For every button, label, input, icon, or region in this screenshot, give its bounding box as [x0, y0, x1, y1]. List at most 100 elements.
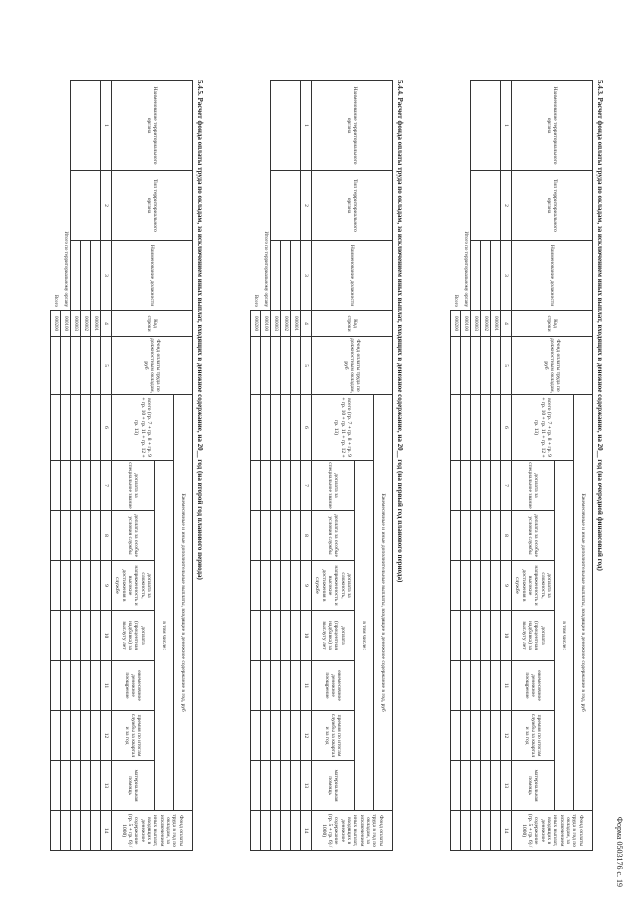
- column-number: 13: [100, 760, 112, 811]
- column-number: 3: [100, 240, 112, 311]
- col-results-bonus: премия по итогам службы за квартал и за …: [311, 710, 355, 761]
- column-number: 9: [300, 560, 312, 611]
- col-territorial-body: Наименование территориального органа: [111, 80, 193, 171]
- column-number: 5: [300, 336, 312, 395]
- column-number: 2: [100, 170, 112, 241]
- col-annual-payments: Ежемесячные и иные дополнительные выплат…: [573, 394, 593, 811]
- row-code: 000200: [50, 310, 61, 337]
- col-row-code: Код строки: [311, 310, 393, 337]
- column-number: 2: [300, 170, 312, 241]
- section-5-4-3: 5.4.3. Расчет фонда оплаты труда по окла…: [450, 80, 604, 851]
- col-total-fund: Фонд оплаты труда в год по окладам, за и…: [311, 810, 393, 851]
- row-code: 000200: [250, 310, 261, 337]
- row-code: 000001: [290, 310, 301, 337]
- row-code: 000100: [260, 310, 271, 337]
- row-code: 000200: [450, 310, 461, 337]
- col-complexity: доплата за сложность, напряженность и вы…: [311, 560, 355, 611]
- grand-total-label: Всего: [253, 294, 259, 307]
- total-label: Итого по территориальному органу: [263, 231, 269, 307]
- column-number: 11: [100, 660, 112, 711]
- column-number: 8: [500, 510, 512, 561]
- row-code: 000001: [90, 310, 101, 337]
- column-number: 7: [500, 460, 512, 511]
- column-number: 5: [100, 336, 112, 395]
- column-number: 6: [500, 394, 512, 461]
- col-in-that-number: в том числе:: [554, 460, 574, 811]
- col-special-rank: доплата за специальное звание: [311, 460, 355, 511]
- column-number: 6: [300, 394, 312, 461]
- col-total: всего (гр. 7 + гр. 8 + гр. 9 + гр. 10 + …: [111, 394, 174, 461]
- section-title: 5.4.3. Расчет фонда оплаты труда по окла…: [596, 80, 604, 571]
- salary-table: Наименование территориального органа Тип…: [450, 80, 593, 851]
- col-special-conditions: доплата за особые условия службы: [511, 510, 555, 561]
- column-number: 4: [100, 310, 112, 337]
- col-salary-fund: Фонд оплаты труда по должностным окладам…: [111, 336, 193, 395]
- salary-table: Наименование территориального органа Тип…: [250, 80, 393, 851]
- form-label: Форма 0503176 с. 19: [615, 816, 624, 887]
- col-body-type: Тип территориального органа: [111, 170, 193, 241]
- col-position: Наименование должности: [111, 240, 193, 311]
- col-seniority: доплата (процентная надбавка) за выслугу…: [111, 610, 155, 661]
- column-number: 12: [100, 710, 112, 761]
- grand-total-row: Всего 000200: [250, 81, 261, 851]
- col-body-type: Тип территориального органа: [311, 170, 393, 241]
- row-code: 000100: [460, 310, 471, 337]
- col-total-fund: Фонд оплаты труда в год по окладам, за и…: [111, 810, 193, 851]
- column-number: 12: [300, 710, 312, 761]
- row-code: 000100: [60, 310, 71, 337]
- column-number: 14: [500, 810, 512, 851]
- col-monthly-bonus: ежемесячное денежное поощрение: [311, 660, 355, 711]
- column-number: 14: [100, 810, 112, 851]
- column-number: 7: [100, 460, 112, 511]
- row-code: 000003: [270, 310, 281, 337]
- total-row: Итого по территориальному органу 000100: [260, 81, 271, 851]
- col-seniority: доплата (процентная надбавка) за выслугу…: [511, 610, 555, 661]
- section-5-4-5: 5.4.5. Расчет фонда оплаты труда по окла…: [50, 80, 204, 851]
- col-special-conditions: доплата за особые условия службы: [311, 510, 355, 561]
- row-code: 000003: [70, 310, 81, 337]
- col-results-bonus: премия по итогам службы за квартал и за …: [511, 710, 555, 761]
- column-number: 5: [500, 336, 512, 395]
- col-special-conditions: доплата за особые условия службы: [111, 510, 155, 561]
- column-number: 8: [100, 510, 112, 561]
- column-number: 10: [500, 610, 512, 661]
- column-number: 9: [500, 560, 512, 611]
- grand-total-label: Всего: [53, 294, 59, 307]
- column-number: 10: [100, 610, 112, 661]
- total-row: Итого по территориальному органу 000100: [460, 81, 471, 851]
- col-special-rank: доплата за специальное звание: [111, 460, 155, 511]
- total-row: Итого по территориальному органу 000100: [60, 81, 71, 851]
- column-number: 7: [300, 460, 312, 511]
- col-monthly-bonus: ежемесячное денежное поощрение: [111, 660, 155, 711]
- table-row: 000001: [270, 80, 301, 851]
- col-position: Наименование должности: [511, 240, 593, 311]
- col-complexity: доплата за сложность, напряженность и вы…: [111, 560, 155, 611]
- column-number: 8: [300, 510, 312, 561]
- grand-total-row: Всего 000200: [50, 81, 61, 851]
- col-salary-fund: Фонд оплаты труда по должностным окладам…: [311, 336, 393, 395]
- column-number: 4: [300, 310, 312, 337]
- col-monthly-bonus: ежемесячное денежное поощрение: [511, 660, 555, 711]
- column-number: 6: [100, 394, 112, 461]
- col-in-that-number: в том числе:: [154, 460, 174, 811]
- col-territorial-body: Наименование территориального органа: [511, 80, 593, 171]
- col-body-type: Тип территориального органа: [511, 170, 593, 241]
- column-number: 3: [500, 240, 512, 311]
- column-number: 10: [300, 610, 312, 661]
- column-number: 4: [500, 310, 512, 337]
- table-row: 000001: [70, 80, 101, 851]
- column-number: 13: [300, 760, 312, 811]
- column-number: 2: [500, 170, 512, 241]
- col-in-that-number: в том числе:: [354, 460, 374, 811]
- column-number: 12: [500, 710, 512, 761]
- total-label: Итого по территориальному органу: [63, 231, 69, 307]
- column-number: 1: [100, 80, 112, 171]
- column-number: 13: [500, 760, 512, 811]
- col-annual-payments: Ежемесячные и иные дополнительные выплат…: [173, 394, 193, 811]
- column-number: 11: [300, 660, 312, 711]
- col-material-aid: материальная помощь: [311, 760, 355, 811]
- col-special-rank: доплата за специальное звание: [511, 460, 555, 511]
- column-number: 11: [500, 660, 512, 711]
- col-results-bonus: премия по итогам службы за квартал и за …: [111, 710, 155, 761]
